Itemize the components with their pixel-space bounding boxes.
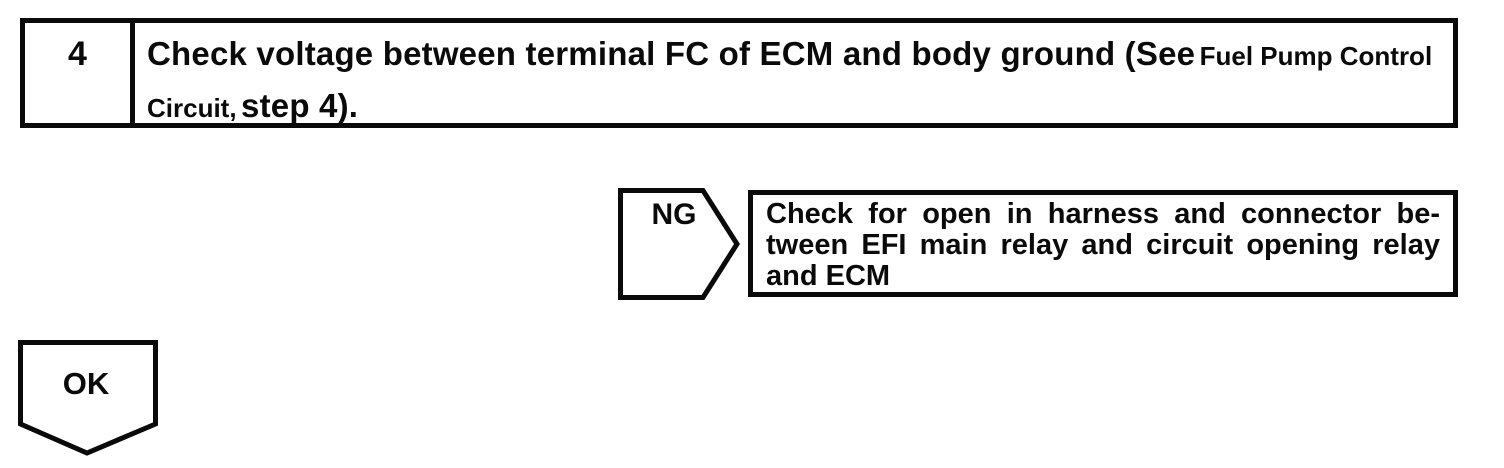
instruction-text: Check voltage between terminal FC of ECM… — [147, 35, 1196, 72]
ng-result-line-2: tween EFI main relay and circuit opening… — [766, 229, 1440, 261]
ng-result-line-1: Check for open in harness and connector … — [766, 198, 1440, 230]
ng-result-box: Check for open in harness and connector … — [748, 190, 1458, 297]
ok-connector — [18, 340, 158, 458]
step-box: 4 Check voltage between terminal FC of E… — [20, 18, 1458, 128]
reference-text: Fuel Pump Control — [1199, 41, 1433, 71]
step-instruction-line-1: Check voltage between terminal FC of ECM… — [147, 31, 1447, 83]
step-instruction-line-2: Circuit, step 4). — [147, 83, 1447, 135]
step-instruction: Check voltage between terminal FC of ECM… — [135, 23, 1453, 124]
instruction-text-continued: step 4). — [241, 87, 359, 124]
ng-result-line-3: and ECM — [766, 260, 891, 292]
ng-connector — [618, 188, 740, 300]
ok-label: OK — [62, 366, 110, 401]
step-number-cell: 4 — [25, 23, 135, 123]
ng-pentagon-icon — [618, 188, 740, 300]
ng-label: NG — [651, 198, 697, 231]
ok-pentagon-icon — [18, 340, 158, 456]
step-number: 4 — [68, 35, 87, 73]
reference-text-continued: Circuit, — [147, 93, 237, 123]
